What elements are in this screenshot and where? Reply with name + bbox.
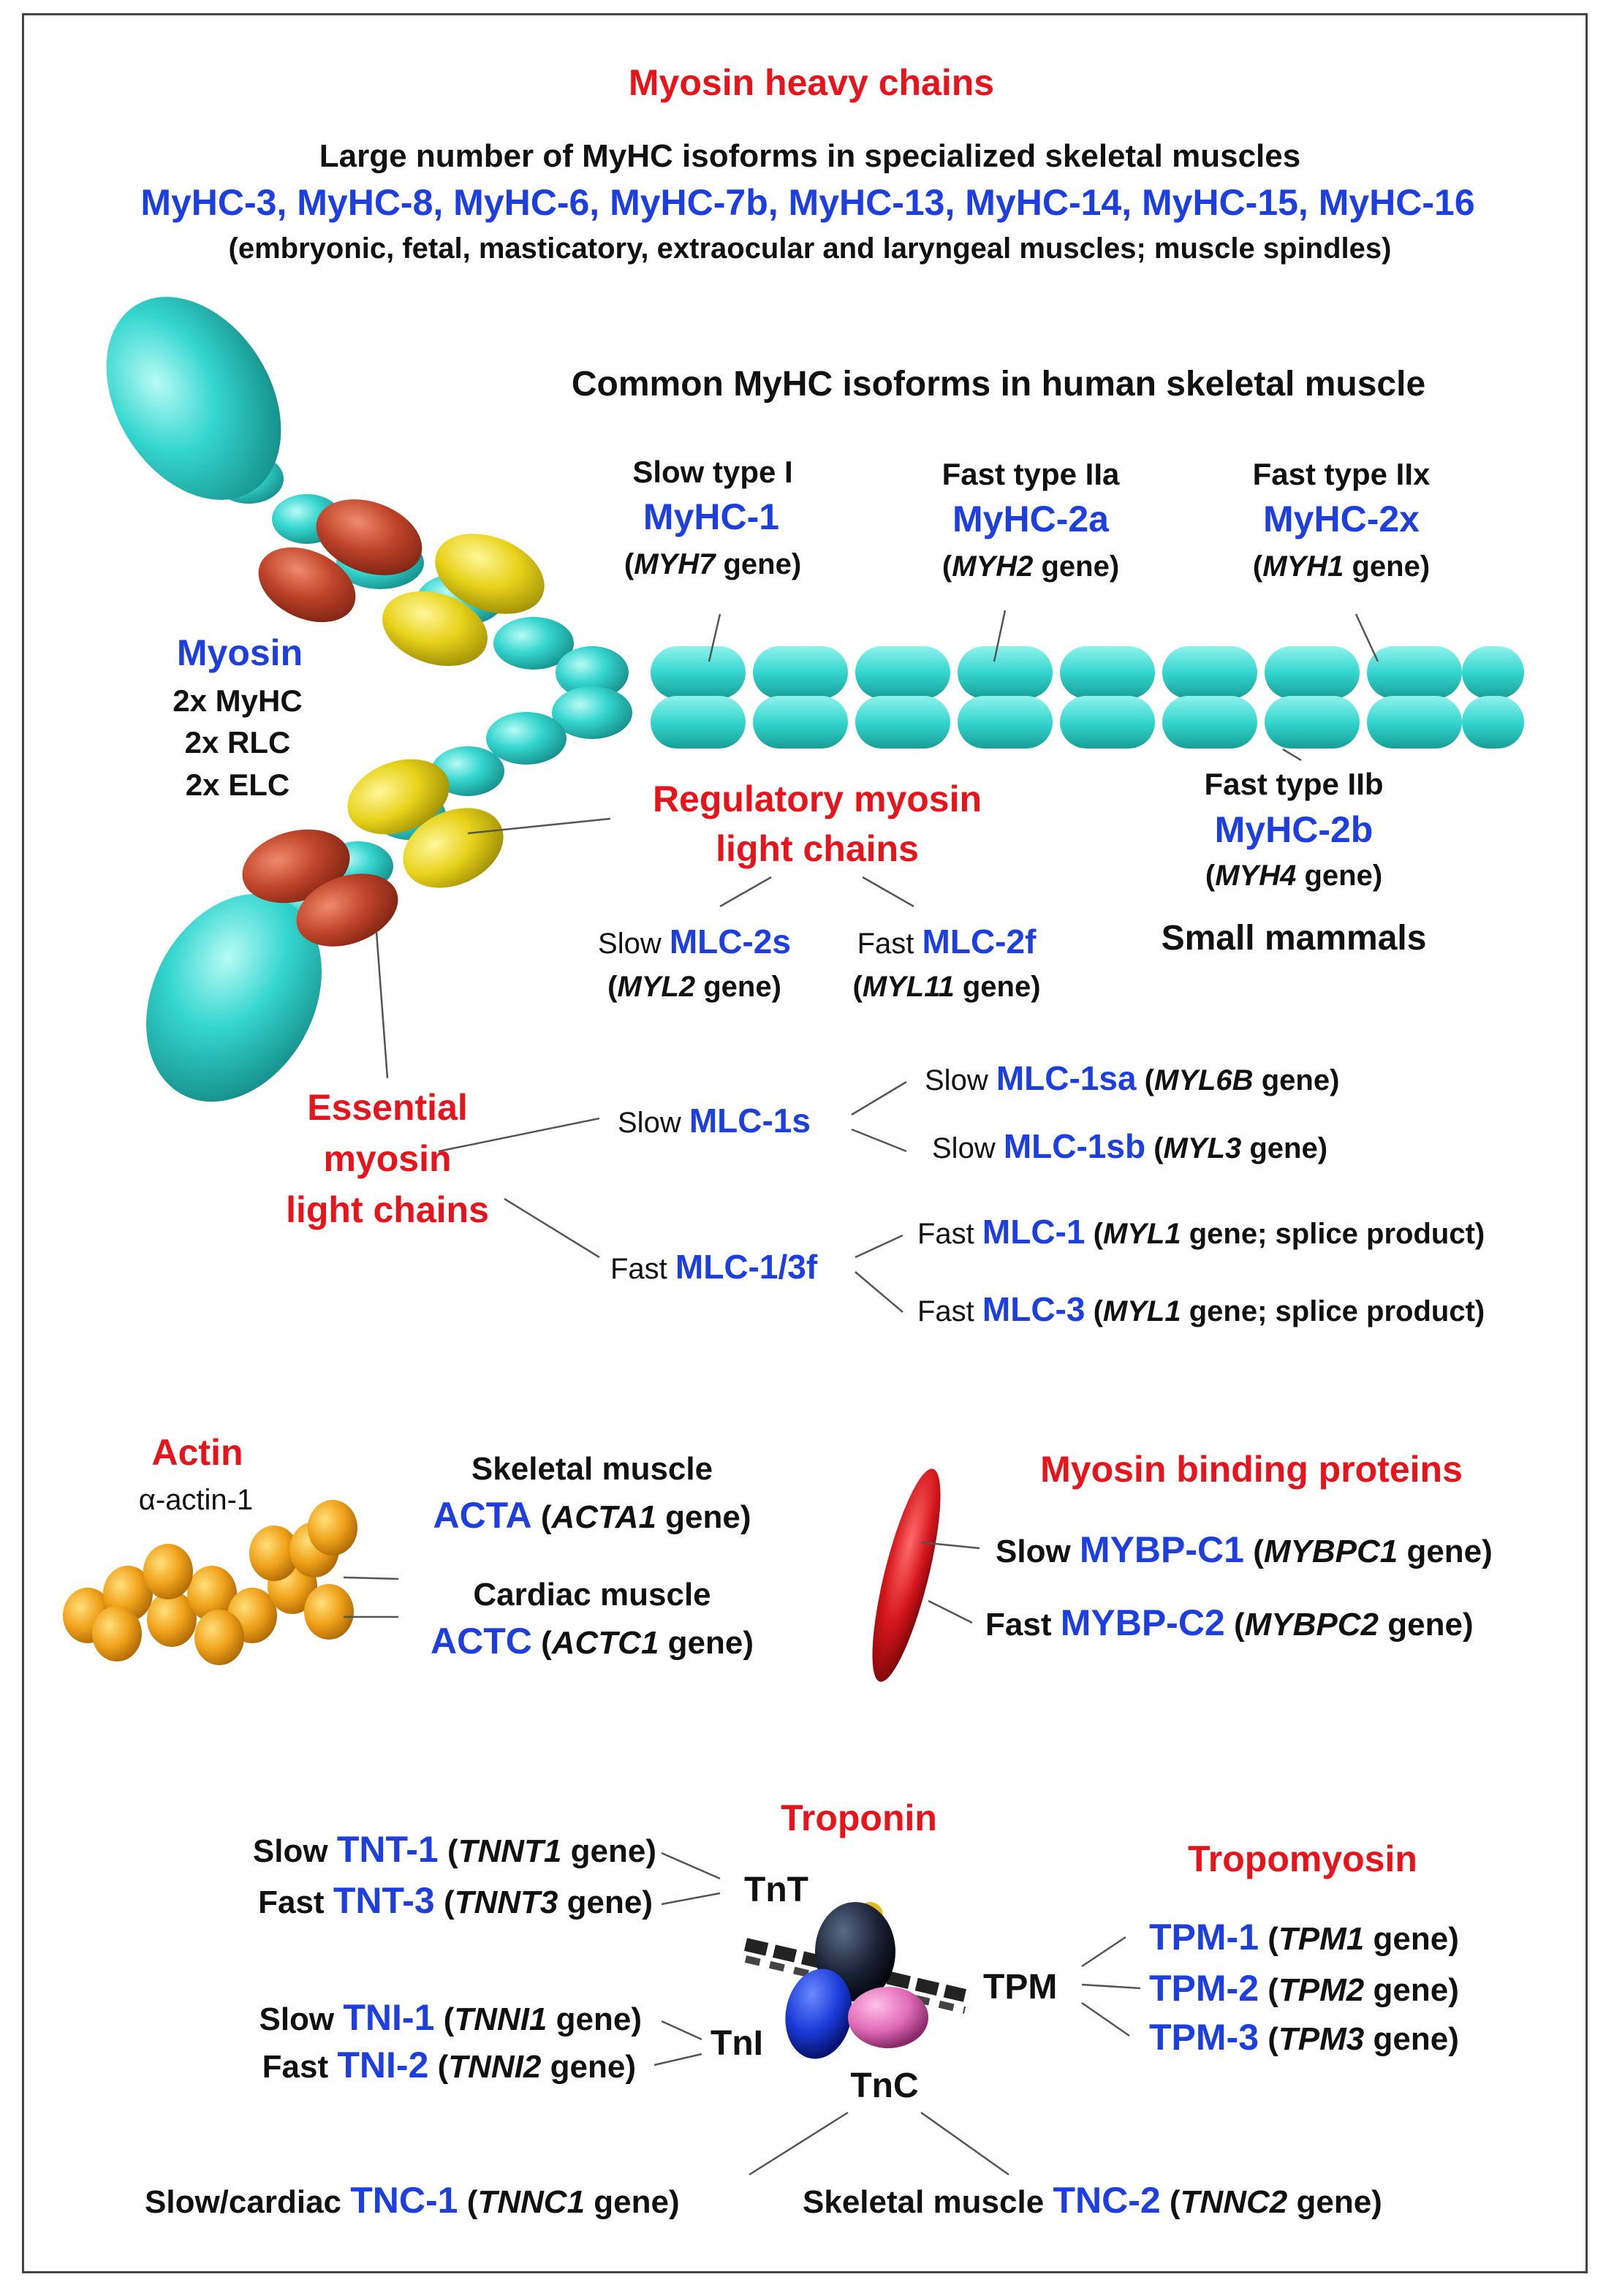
mlc-3: Fast MLC-3 (MYL1 gene; splice product): [917, 1290, 1485, 1328]
tpm-3: TPM-3 (TPM3 gene): [1149, 2017, 1459, 2058]
rlc-upper-1: [435, 534, 545, 614]
rlc-title-line2: light chains: [716, 828, 919, 869]
tnt-3: Fast TNT-3 (TNNT3 gene): [258, 1880, 653, 1921]
tni-subunit: [785, 1969, 852, 2059]
myosin-head-lower: [146, 893, 322, 1102]
troponin-title: Troponin: [781, 1797, 937, 1838]
tropomyosin-title: Tropomyosin: [1188, 1838, 1417, 1879]
myosin-head-upper: [106, 297, 281, 500]
tnc-2: Skeletal muscle TNC-2 (TNNC2 gene): [803, 2180, 1382, 2221]
mlc-1sb: Slow MLC-1sb (MYL3 gene): [932, 1127, 1328, 1165]
cardiac-muscle-label: Cardiac muscle: [473, 1577, 711, 1613]
myhc-1-name: MyHC-1: [643, 496, 780, 537]
elc-lower-2: [296, 874, 398, 947]
slow-type-i-label: Slow type I: [632, 455, 793, 489]
fast-type-iia-label: Fast type IIa: [942, 457, 1120, 491]
elc-title-line3: light chains: [286, 1189, 489, 1230]
myh2-gene: (MYH2 gene): [942, 550, 1120, 583]
myosin-elc-count: 2x ELC: [185, 768, 290, 802]
rlc-upper-2: [382, 591, 488, 667]
rlc-title-line1: Regulatory myosin: [652, 778, 982, 819]
tnc-subunit: [848, 1987, 928, 2048]
elc-title-line2: myosin: [323, 1138, 452, 1179]
tnt-1: Slow TNT-1 (TNNT1 gene): [252, 1829, 656, 1870]
elc-slow: Slow MLC-1s: [618, 1102, 811, 1140]
troponin-complex: [743, 1902, 967, 2059]
heavy-chains-subtitle: Large number of MyHC isoforms in special…: [319, 138, 1301, 174]
myosin-title: Myosin: [176, 632, 303, 673]
myh4-gene: (MYH4 gene): [1205, 860, 1383, 892]
specialized-isoforms-list: MyHC-3, MyHC-8, MyHC-6, MyHC-7b, MyHC-13…: [140, 182, 1475, 223]
mybp-c2: Fast MYBP-C2 (MYBPC2 gene): [985, 1602, 1474, 1643]
myosin-rlc-count: 2x RLC: [184, 725, 291, 759]
myh7-gene: (MYH7 gene): [624, 548, 802, 580]
actin-filament: [63, 1500, 357, 1665]
tni-2: Fast TNI-2 (TNNI2 gene): [262, 2045, 636, 2085]
small-mammals-label: Small mammals: [1161, 919, 1427, 958]
tnc-label: TnC: [850, 2066, 919, 2105]
rlc-lower-1: [347, 759, 450, 835]
myosin-rod-upper: [651, 646, 1524, 699]
elc-title-line1: Essential: [307, 1087, 468, 1128]
skeletal-muscle-label: Skeletal muscle: [471, 1451, 713, 1487]
myosin-rod-lower: [651, 696, 1524, 749]
mybp-molecule: [872, 1469, 941, 1682]
tnc-1: Slow/cardiac TNC-1 (TNNC1 gene): [145, 2180, 680, 2221]
elc-upper-2: [258, 547, 356, 623]
myosin-myhc-count: 2x MyHC: [173, 683, 303, 718]
myl2-gene: (MYL2 gene): [607, 971, 781, 1003]
tni-label: TnI: [711, 2024, 763, 2063]
actin-title: Actin: [151, 1432, 243, 1473]
myhc-2x-name: MyHC-2x: [1263, 499, 1420, 539]
common-isoforms-title: Common MyHC isoforms in human skeletal m…: [571, 365, 1426, 403]
rlc-slow: Slow MLC-2s: [598, 922, 791, 961]
tpm-label: TPM: [983, 1968, 1058, 2007]
tpm-1: TPM-1 (TPM1 gene): [1149, 1917, 1459, 1958]
tnt-label: TnT: [744, 1871, 808, 1909]
acta-line: ACTA (ACTA1 gene): [433, 1495, 751, 1536]
mybp-title: Myosin binding proteins: [1040, 1449, 1463, 1490]
connector-lines: [343, 610, 1379, 2176]
actin-subtitle: α-actin-1: [138, 1484, 254, 1516]
fast-type-iib-label: Fast type IIb: [1204, 767, 1384, 801]
myl11-gene: (MYL11 gene): [852, 971, 1041, 1003]
heavy-chains-title: Myosin heavy chains: [628, 62, 995, 103]
myhc-2a-name: MyHC-2a: [952, 499, 1109, 539]
myosin-molecule: [106, 297, 1524, 1102]
actc-line: ACTC (ACTC1 gene): [430, 1621, 754, 1662]
fast-type-iix-label: Fast type IIx: [1252, 457, 1431, 491]
mlc-1sa: Slow MLC-1sa (MYL6B gene): [925, 1059, 1340, 1097]
tpm-2: TPM-2 (TPM2 gene): [1149, 1968, 1459, 2009]
figure-border: [22, 13, 1588, 2273]
mybp-c1: Slow MYBP-C1 (MYBPC1 gene): [996, 1529, 1493, 1570]
rlc-lower-2: [403, 808, 504, 888]
elc-fast: Fast MLC-1/3f: [610, 1248, 818, 1286]
rlc-fast: Fast MLC-2f: [857, 922, 1037, 961]
elc-upper-1: [316, 499, 423, 575]
myh1-gene: (MYH1 gene): [1252, 550, 1431, 583]
mlc-1: Fast MLC-1 (MYL1 gene; splice product): [917, 1213, 1485, 1251]
myhc-2b-name: MyHC-2b: [1214, 809, 1374, 850]
specialized-isoforms-note: (embryonic, fetal, masticatory, extraocu…: [228, 232, 1392, 265]
tni-1: Slow TNI-1 (TNNI1 gene): [259, 1997, 642, 2038]
